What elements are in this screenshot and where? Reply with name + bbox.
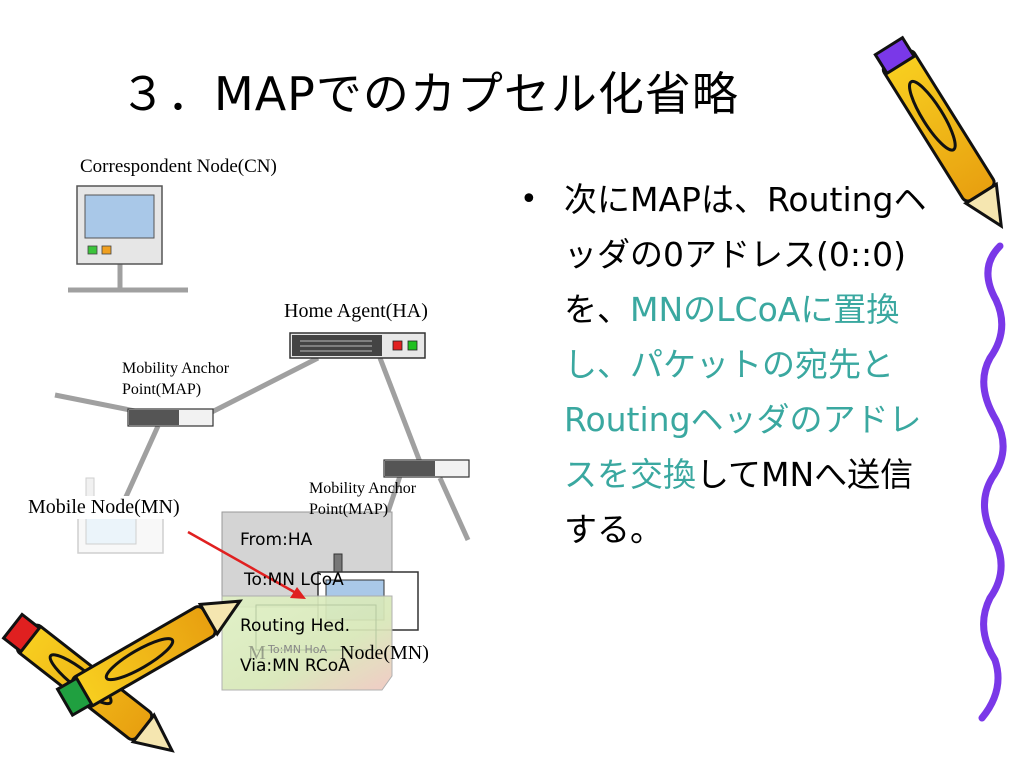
bullet-item: 次にMAPは、Routingヘッダの0アドレス(0::0)を、MNのLCoAに置… bbox=[564, 172, 944, 557]
map2-label-line1: Mobility Anchor bbox=[309, 480, 417, 497]
movement-arrow-icon bbox=[187, 530, 306, 599]
packet-from: From:HA bbox=[240, 530, 313, 550]
purple-ribbon-decoration bbox=[978, 242, 1007, 722]
map1-label: Mobility Anchor Point(MAP) bbox=[122, 358, 229, 400]
pencil-decoration-bottom-2 bbox=[55, 599, 244, 718]
packet-inner-box bbox=[221, 595, 393, 691]
bullet-text-part3: してMNへ送信する。 bbox=[564, 455, 914, 549]
link-map1-ha bbox=[198, 355, 320, 421]
map2-label: Mobility Anchor Point(MAP) bbox=[309, 478, 416, 520]
map1-router-icon bbox=[127, 408, 214, 427]
bullet-dot: • bbox=[520, 182, 538, 217]
mn-label-secondary-text: Node(MN) bbox=[340, 642, 429, 664]
cn-computer-icon bbox=[68, 185, 188, 293]
map1-label-line2: Point(MAP) bbox=[122, 381, 202, 398]
ha-router-icon bbox=[289, 332, 426, 359]
link-ha-map2 bbox=[377, 357, 423, 463]
slide-title: ３．MAPでのカプセル化省略 bbox=[120, 67, 739, 121]
ha-label: Home Agent(HA) bbox=[284, 300, 428, 322]
link-map2-right bbox=[437, 476, 471, 542]
pencil-decoration-top bbox=[873, 35, 1004, 229]
map2-label-line2: Point(MAP) bbox=[309, 501, 389, 518]
packet-routing-header: Routing Hed. bbox=[240, 616, 351, 636]
cn-label: Correspondent Node(CN) bbox=[80, 156, 277, 177]
mn-label-secondary-prefix: M bbox=[248, 642, 266, 664]
packet-inner-header bbox=[255, 604, 377, 651]
map1-label-line1: Mobility Anchor bbox=[122, 360, 230, 377]
map2-router-icon bbox=[383, 459, 470, 478]
mn-label-secondary: M Node(MN) bbox=[248, 642, 429, 665]
bullet-text-highlight: MNのLCoAに置換し、パケットの宛先とRoutingヘッダのアドレスを交換 bbox=[564, 290, 922, 494]
bullet-text-part1: 次にMAPは、Routingヘッダの0アドレス(0::0)を、 bbox=[564, 180, 927, 329]
packet-via: Via:MN RCoA bbox=[240, 656, 350, 676]
mn-label: Mobile Node(MN) bbox=[28, 496, 180, 519]
packet-to: To:MN LCoA bbox=[244, 570, 344, 590]
packet-inner-to: To:MN HoA bbox=[268, 643, 328, 656]
